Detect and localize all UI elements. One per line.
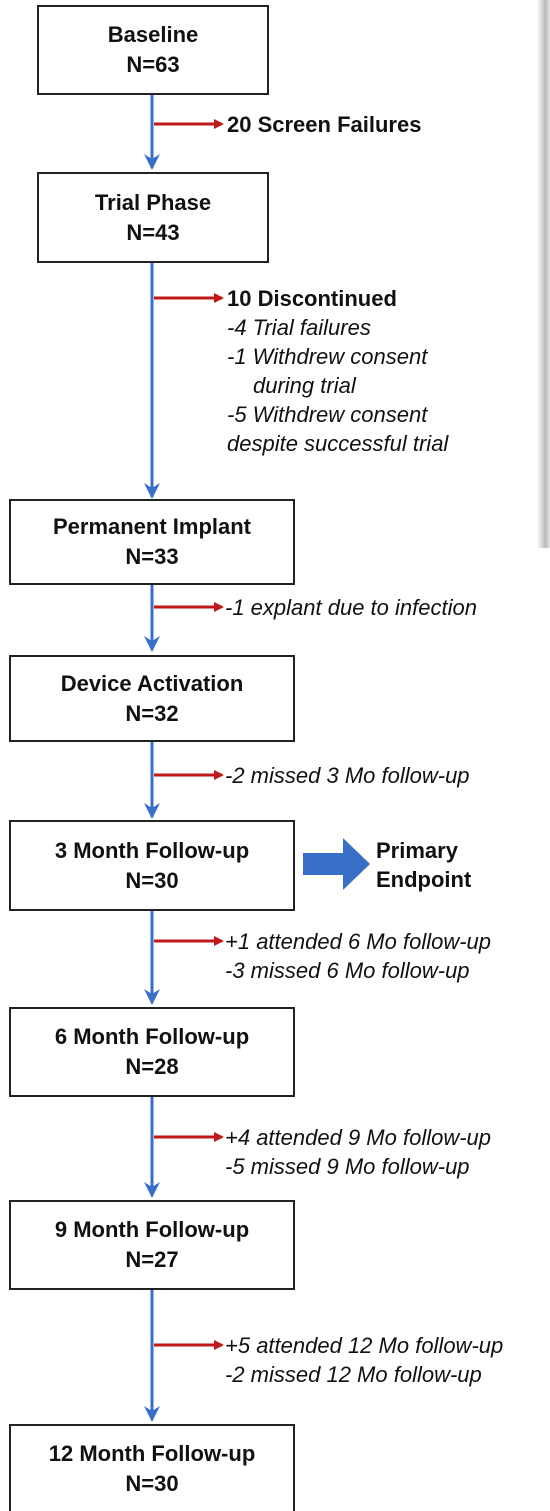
- note-6-month: +1 attended 6 Mo follow-up -3 missed 6 M…: [225, 927, 491, 985]
- box-baseline: Baseline N=63: [37, 5, 269, 95]
- box-count: N=32: [125, 700, 179, 726]
- box-title: Trial Phase: [94, 189, 212, 215]
- note-line: -1 Withdrew consent: [227, 344, 428, 369]
- note-line: -5 Withdrew consent: [227, 402, 428, 427]
- box-title: Baseline: [107, 22, 199, 47]
- box-9-month: 9 Month Follow-up N=27: [9, 1200, 295, 1290]
- endpoint-line: Primary: [376, 838, 458, 863]
- box-title: 12 Month Follow-up: [48, 1440, 256, 1466]
- note-line: during trial: [253, 373, 356, 398]
- note-screen-failures: 20 Screen Failures: [227, 110, 421, 139]
- note-text: 20 Screen Failures: [227, 112, 422, 137]
- note-line: -5 missed 9 Mo follow-up: [225, 1154, 470, 1179]
- note-line: +5 attended 12 Mo follow-up: [225, 1333, 504, 1358]
- box-trial-phase: Trial Phase N=43: [37, 172, 269, 263]
- note-text: -1 explant due to infection: [225, 595, 477, 620]
- box-6-month: 6 Month Follow-up N=28: [9, 1007, 295, 1097]
- note-line: -3 missed 6 Mo follow-up: [225, 958, 470, 983]
- box-device-activation: Device Activation N=32: [9, 655, 295, 742]
- box-title: Permanent Implant: [52, 514, 252, 539]
- note-line: -4 Trial failures: [227, 315, 371, 340]
- endpoint-line: Endpoint: [376, 867, 472, 892]
- box-title: 6 Month Follow-up: [54, 1024, 250, 1049]
- note-line: despite successful trial: [227, 431, 449, 456]
- note-missed-3: -2 missed 3 Mo follow-up: [225, 761, 470, 790]
- note-line: -2 missed 12 Mo follow-up: [225, 1362, 482, 1387]
- box-count: N=63: [126, 52, 180, 77]
- note-12-month: +5 attended 12 Mo follow-up -2 missed 12…: [225, 1331, 503, 1389]
- box-count: N=27: [125, 1247, 179, 1272]
- box-count: N=30: [125, 1470, 179, 1496]
- box-title: 3 Month Follow-up: [54, 837, 250, 863]
- note-line: +4 attended 9 Mo follow-up: [225, 1125, 492, 1150]
- box-12-month: 12 Month Follow-up N=30: [9, 1424, 295, 1511]
- box-count: N=30: [125, 867, 179, 893]
- note-9-month: +4 attended 9 Mo follow-up -5 missed 9 M…: [225, 1123, 491, 1181]
- note-explant: -1 explant due to infection: [225, 593, 477, 622]
- box-title: 9 Month Follow-up: [54, 1217, 250, 1242]
- note-text: -2 missed 3 Mo follow-up: [225, 763, 470, 788]
- box-count: N=33: [125, 544, 179, 569]
- box-permanent-implant: Permanent Implant N=33: [9, 499, 295, 585]
- primary-endpoint-arrow: [303, 838, 370, 890]
- note-line: +1 attended 6 Mo follow-up: [225, 929, 492, 954]
- box-count: N=43: [126, 219, 180, 245]
- box-3-month: 3 Month Follow-up N=30: [9, 820, 295, 911]
- box-count: N=28: [125, 1054, 179, 1079]
- note-discontinued: 10 Discontinued -4 Trial failures -1 Wit…: [227, 284, 448, 458]
- photo-edge: [538, 0, 550, 548]
- box-title: Device Activation: [60, 670, 244, 696]
- note-head: 10 Discontinued: [227, 286, 397, 311]
- primary-endpoint-label: Primary Endpoint: [376, 836, 471, 894]
